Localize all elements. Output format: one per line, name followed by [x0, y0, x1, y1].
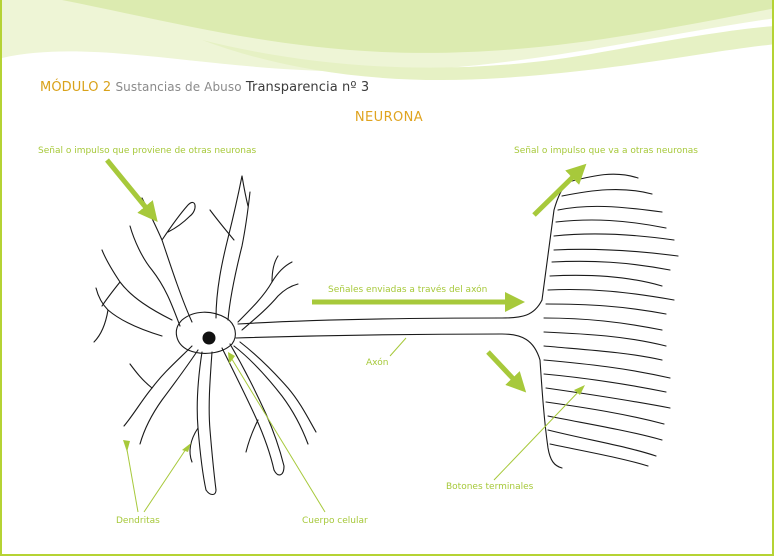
- dendrite-pointer-left: [126, 444, 138, 512]
- terminal-arrow: [488, 352, 520, 386]
- incoming-signal-arrow: [107, 160, 152, 215]
- signal-arrows: [107, 160, 580, 386]
- dendrites-label: Dendritas: [116, 516, 160, 526]
- outgoing-signal-arrow: [534, 170, 580, 215]
- terminal-pointer: [494, 388, 582, 480]
- axon-signals-label: Señales enviadas a través del axón: [328, 285, 487, 295]
- neuron-outline: [94, 174, 678, 494]
- dendrite-pointer-head-left: [123, 440, 130, 452]
- terminal-buttons-label: Botones terminales: [446, 482, 533, 492]
- incoming-signal-label: Señal o impulso que proviene de otras ne…: [38, 146, 256, 156]
- cell-body-pointer: [230, 356, 325, 512]
- outgoing-signal-label: Señal o impulso que va a otras neuronas: [514, 146, 698, 156]
- axon-label: Axón: [366, 358, 388, 368]
- axon-pointer: [390, 338, 406, 356]
- cell-nucleus: [203, 332, 216, 345]
- cell-body-label: Cuerpo celular: [302, 516, 368, 526]
- dendrite-pointer-right: [144, 446, 188, 512]
